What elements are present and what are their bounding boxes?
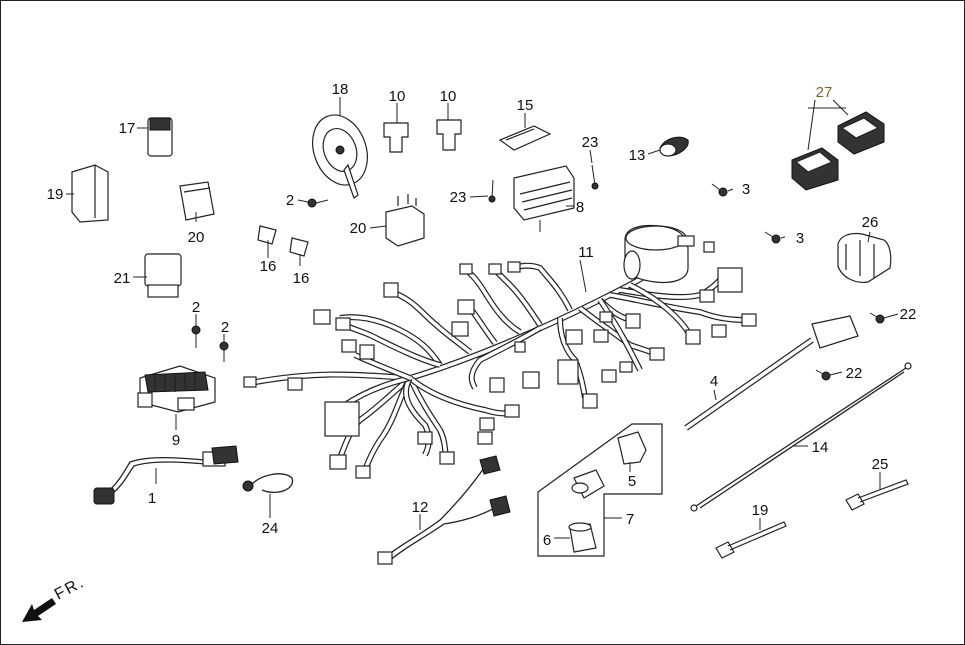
callout-5: 5 xyxy=(628,473,636,490)
callout-19b: 19 xyxy=(752,502,769,519)
part-20-connector xyxy=(179,181,215,221)
callout-19a: 19 xyxy=(47,186,64,203)
part-7-cap-group-box xyxy=(537,423,663,557)
part-16-fuse-b xyxy=(289,237,309,257)
bolt-2-a xyxy=(191,325,201,348)
callout-18: 18 xyxy=(332,81,349,98)
part-19-cable-tie xyxy=(715,521,787,559)
callout-22b: 22 xyxy=(846,365,863,382)
callout-2a: 2 xyxy=(192,299,200,316)
part-27-connector-pair xyxy=(791,111,885,191)
bolt-3-a xyxy=(711,183,728,197)
callout-25: 25 xyxy=(872,456,889,473)
part-9-regulator xyxy=(137,365,216,413)
callout-24: 24 xyxy=(262,520,279,537)
part-6-cap-sleeve xyxy=(568,522,597,553)
callout-3b: 3 xyxy=(796,230,804,247)
part-24-ground-lead xyxy=(242,473,294,493)
callout-16b: 16 xyxy=(293,270,310,287)
part-13-bulb-socket xyxy=(659,136,689,157)
callout-4: 4 xyxy=(710,373,718,390)
bolt-22-a xyxy=(869,312,885,324)
callout-20b: 20 xyxy=(350,220,367,237)
front-direction-label: FR. xyxy=(52,574,88,604)
front-direction-arrow xyxy=(22,598,56,622)
callout-16a: 16 xyxy=(260,258,277,275)
main-wiring-harness xyxy=(249,259,746,472)
callout-21: 21 xyxy=(114,270,131,287)
callout-10a: 10 xyxy=(389,88,406,105)
callout-13: 13 xyxy=(629,147,646,164)
callout-3a: 3 xyxy=(742,181,750,198)
part-1-sensor-lead xyxy=(93,445,239,505)
callout-2b: 2 xyxy=(221,319,229,336)
part-21-relay xyxy=(144,253,182,298)
harness-connectors xyxy=(243,241,757,479)
callout-22a: 22 xyxy=(900,306,917,323)
part-19-relay-box xyxy=(71,164,109,223)
callout-15: 15 xyxy=(517,97,534,114)
callout-11: 11 xyxy=(578,244,594,261)
part-12-sub-harness xyxy=(377,455,511,565)
part-15-fuse-cover xyxy=(498,125,552,151)
callout-8: 8 xyxy=(576,199,584,216)
part-26-connector xyxy=(837,232,892,283)
callout-27: 27 xyxy=(816,84,833,101)
callout-26: 26 xyxy=(862,214,879,231)
harness-main-canister xyxy=(623,224,695,284)
bolt-3-b xyxy=(764,231,781,244)
callout-1: 1 xyxy=(148,490,156,507)
part-14-cable xyxy=(690,362,912,512)
part-16-fuse-a xyxy=(257,225,277,245)
part-4-spark-cable xyxy=(684,315,859,431)
part-5-terminal-cap xyxy=(617,431,647,465)
part-7-plug-cap xyxy=(571,469,605,499)
callout-12: 12 xyxy=(412,499,429,516)
callout-17: 17 xyxy=(119,120,136,137)
callout-23b: 23 xyxy=(450,189,467,206)
part-25-cable-tie xyxy=(845,479,909,511)
callout-23a: 23 xyxy=(582,134,599,151)
bolt-22-b xyxy=(815,369,831,381)
screw-23-b xyxy=(488,179,496,203)
callout-10b: 10 xyxy=(440,88,457,105)
callout-6: 6 xyxy=(543,532,551,549)
part-10-fuse-a xyxy=(383,122,409,153)
part-18-horn xyxy=(312,114,368,199)
callout-20a: 20 xyxy=(188,229,205,246)
callout-labels: 1 2 2 2 3 3 4 5 6 7 8 9 10 10 11 12 13 1… xyxy=(47,81,917,604)
callout-2c: 2 xyxy=(286,192,294,209)
part-20-relay xyxy=(385,194,425,247)
bolt-2-b xyxy=(219,341,229,362)
part-10-fuse-b xyxy=(436,119,462,151)
part-8-cdi-unit xyxy=(513,165,575,232)
bolt-2-c xyxy=(307,198,329,208)
callout-9: 9 xyxy=(172,432,180,449)
callout-7: 7 xyxy=(626,511,634,528)
part-17-relay-connector xyxy=(147,117,173,157)
screw-23-a xyxy=(591,164,599,190)
callout-14: 14 xyxy=(812,439,829,456)
